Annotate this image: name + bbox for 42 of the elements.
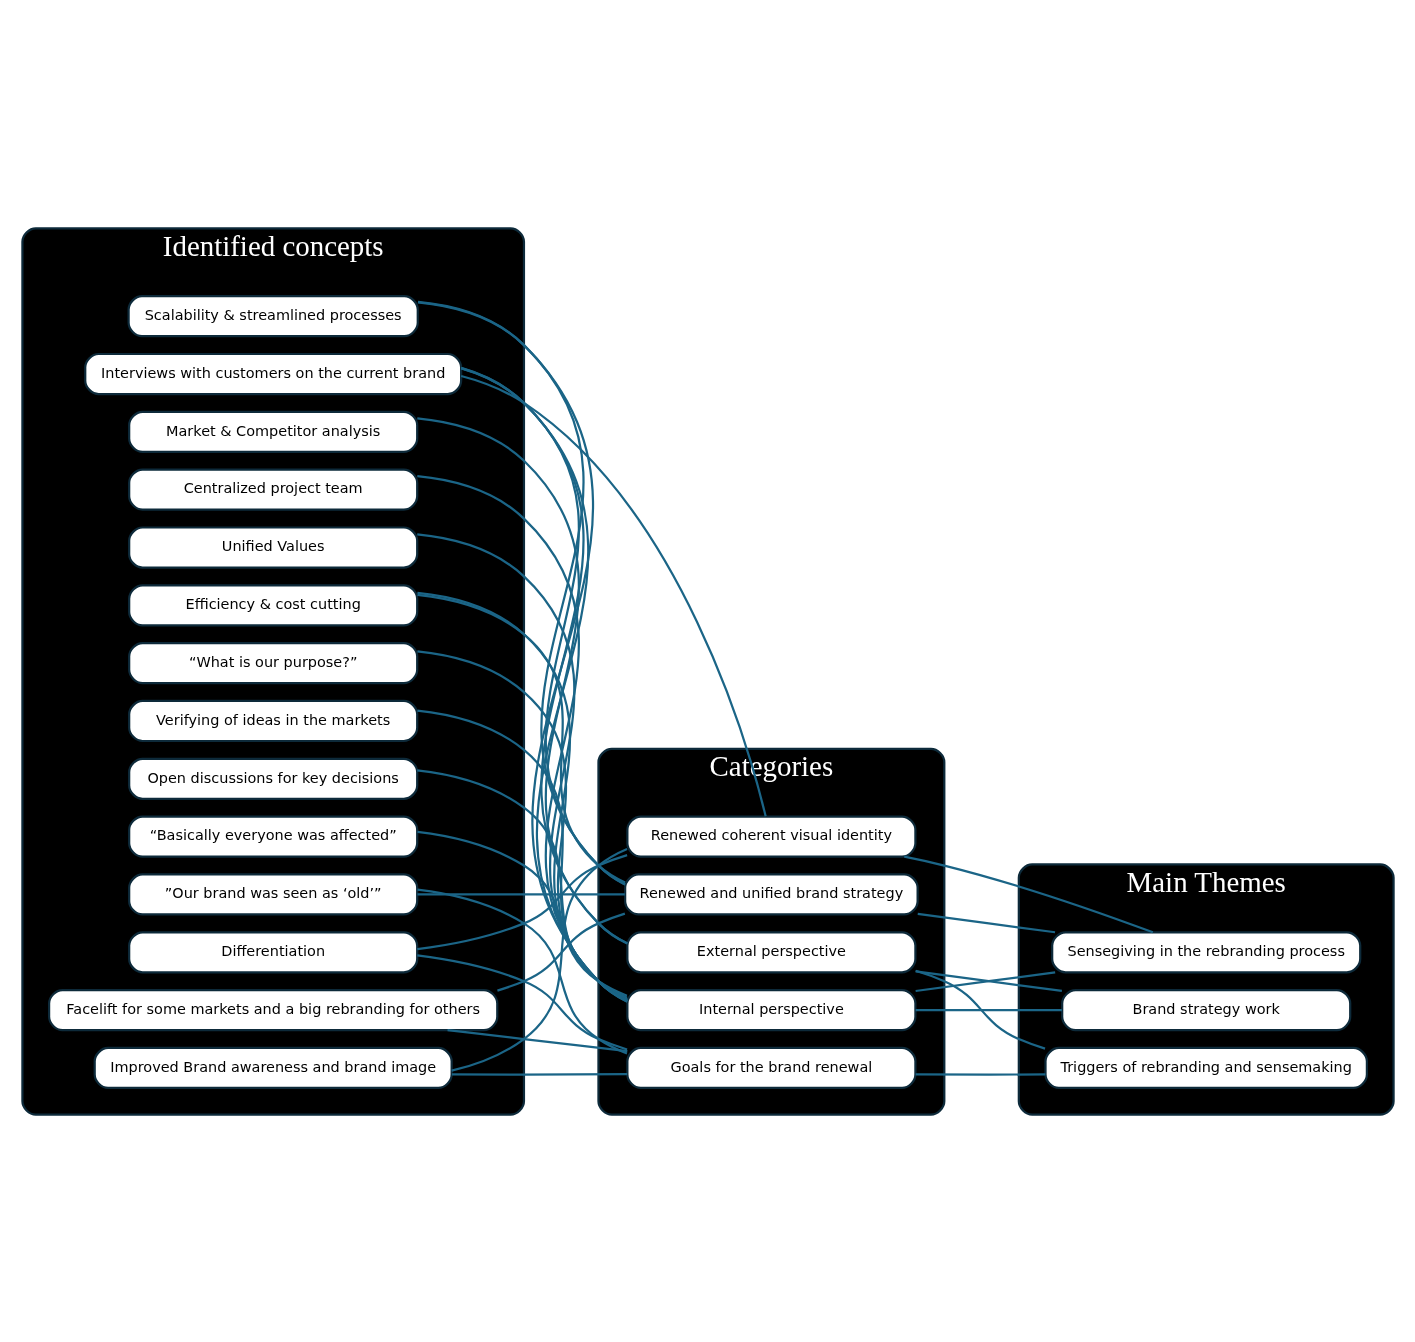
node-box: Improved Brand awareness and brand image bbox=[93, 1046, 453, 1089]
node-box: Goals for the brand renewal bbox=[625, 1046, 916, 1089]
node-box: Market & Competitor analysis bbox=[127, 410, 418, 453]
connector bbox=[417, 300, 628, 1003]
node-box: External perspective bbox=[625, 930, 916, 973]
node-box: Renewed coherent visual identity bbox=[625, 815, 916, 858]
connector bbox=[917, 912, 1055, 933]
connector bbox=[496, 912, 625, 992]
node-box: Unified Values bbox=[127, 525, 418, 569]
connector bbox=[450, 847, 628, 1072]
node-box: Facelift for some markets and a big rebranding for others bbox=[47, 988, 498, 1031]
node-box: Renewed and unified brand strategy bbox=[623, 872, 919, 916]
connector bbox=[416, 768, 628, 999]
connector bbox=[416, 708, 628, 1000]
connector bbox=[915, 1008, 1062, 1011]
node-box: Differentiation bbox=[127, 930, 418, 973]
connector bbox=[416, 853, 627, 950]
node-box: “What is our purpose?” bbox=[127, 641, 418, 684]
node-box: Verifying of ideas in the markets bbox=[127, 699, 418, 742]
node-box: Scalability & streamlined processes bbox=[127, 294, 419, 337]
connector bbox=[446, 1028, 627, 1052]
node-box: Centralized project team bbox=[127, 468, 418, 511]
connector bbox=[914, 969, 1045, 1050]
node-box: Interviews with customers on the current brand bbox=[83, 352, 462, 395]
node-box: ”Our brand was seen as ‘old’” bbox=[127, 872, 418, 916]
connector bbox=[416, 830, 627, 997]
connector bbox=[915, 1072, 1045, 1076]
connector bbox=[416, 888, 627, 1055]
node-box: Sensegiving in the rebranding process bbox=[1050, 930, 1361, 973]
connector bbox=[416, 892, 625, 896]
connector bbox=[460, 374, 767, 817]
node-box: Brand strategy work bbox=[1060, 988, 1351, 1031]
connector bbox=[903, 855, 1153, 933]
node-box: Triggers of rebranding and sensemaking bbox=[1043, 1046, 1368, 1089]
connector bbox=[417, 300, 625, 886]
node-box: Efficiency & cost cutting bbox=[127, 583, 418, 626]
connector bbox=[416, 593, 626, 883]
connector bbox=[416, 953, 627, 1051]
node-box: Open discussions for key decisions bbox=[127, 757, 418, 800]
node-box: “Basically everyone was affected” bbox=[127, 815, 418, 858]
connector bbox=[451, 1072, 627, 1076]
node-box: Internal perspective bbox=[625, 988, 916, 1031]
